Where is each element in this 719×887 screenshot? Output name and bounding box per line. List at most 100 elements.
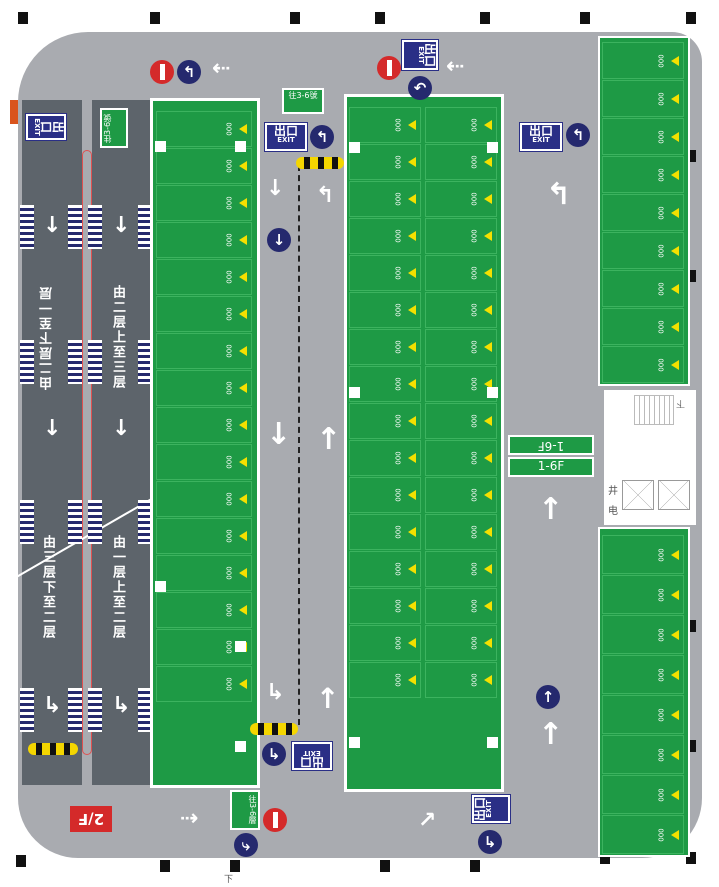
column [470, 860, 480, 872]
stair-sign: 1-6F [508, 457, 594, 477]
parking-space: 000 [602, 695, 684, 734]
turn-left-icon: ↰ [310, 125, 334, 149]
triangle-marker-icon [484, 231, 492, 241]
space-number: 000 [469, 303, 478, 317]
space-number: 000 [656, 129, 665, 144]
shaft-label: 井 [608, 486, 618, 497]
chevron-marking [20, 340, 34, 384]
speed-bump [28, 743, 78, 755]
chevron-marking [68, 500, 82, 544]
triangle-marker-icon [671, 131, 679, 142]
triangle-marker-icon [484, 268, 492, 278]
speed-bump [250, 723, 298, 735]
chevron-marking [20, 205, 34, 249]
triangle-marker-icon [239, 420, 247, 430]
arrow-up-icon: ↑ [316, 682, 340, 715]
triangle-marker-icon [484, 342, 492, 352]
space-number: 000 [656, 587, 665, 602]
parking-space: 000 [156, 370, 252, 406]
space-number: 000 [656, 205, 665, 220]
space-number: 000 [656, 787, 665, 802]
arrow-turn-icon: ↳ [112, 693, 131, 718]
space-number: 000 [224, 233, 233, 247]
column [686, 270, 696, 282]
arrow-down-circle-icon: ↓ [267, 228, 291, 252]
triangle-marker-icon [408, 527, 416, 537]
parking-space: 000 [156, 185, 252, 221]
stair-label: 下 [676, 398, 686, 408]
column [686, 620, 696, 632]
triangle-marker-icon [671, 321, 679, 332]
chevron-marking [138, 500, 152, 544]
space-number: 000 [469, 414, 478, 428]
column [580, 12, 590, 24]
arrow-down-icon: ↓ [112, 213, 131, 238]
parking-space: 000 [425, 329, 497, 365]
arrow-turn-icon: ↳ [266, 680, 285, 705]
triangle-marker-icon [671, 245, 679, 256]
space-number: 000 [656, 357, 665, 372]
chevron-marking [138, 688, 152, 732]
ramp-down-lane [22, 100, 82, 785]
parking-space: 000 [349, 551, 421, 587]
triangle-marker-icon [671, 93, 679, 104]
elec-label: 电 [608, 506, 618, 517]
triangle-marker-icon [408, 675, 416, 685]
space-number: 000 [656, 747, 665, 762]
space-number: 000 [393, 377, 402, 391]
triangle-marker-icon [484, 416, 492, 426]
triangle-marker-icon [408, 379, 416, 389]
parking-space: 000 [156, 407, 252, 443]
no-entry-icon [150, 60, 174, 84]
triangle-marker-icon [239, 235, 247, 245]
ramp-up-lane [92, 100, 150, 785]
parking-space: 000 [349, 144, 421, 180]
space-number: 000 [393, 673, 402, 687]
parking-space: 000 [602, 232, 684, 269]
no-entry-icon [377, 56, 401, 80]
parking-space: 000 [602, 118, 684, 155]
space-number: 000 [469, 266, 478, 280]
space-number: 000 [469, 599, 478, 613]
triangle-marker-icon [484, 564, 492, 574]
space-number: 000 [224, 566, 233, 580]
parking-space: 000 [602, 80, 684, 117]
space-number: 000 [224, 159, 233, 173]
arrow-down-icon: ↓ [112, 416, 131, 441]
ramp-divider [82, 150, 92, 755]
space-number: 000 [224, 492, 233, 506]
pillar [349, 387, 360, 398]
parking-space: 000 [349, 625, 421, 661]
space-number: 000 [469, 118, 478, 132]
parking-space: 000 [602, 735, 684, 774]
parking-space: 000 [156, 481, 252, 517]
column [16, 855, 26, 867]
parking-space: 000 [425, 477, 497, 513]
space-number: 000 [469, 451, 478, 465]
parking-space: 000 [156, 518, 252, 554]
triangle-marker-icon [239, 494, 247, 504]
triangle-marker-icon [408, 231, 416, 241]
space-number: 000 [469, 377, 478, 391]
triangle-marker-icon [239, 124, 247, 134]
triangle-marker-icon [408, 601, 416, 611]
space-number: 000 [224, 122, 233, 136]
space-number: 000 [469, 192, 478, 206]
ramp-text-left-top: 由二层下至一层 [40, 285, 55, 390]
parking-space: 000 [349, 403, 421, 439]
parking-space: 000 [425, 292, 497, 328]
elevator [622, 480, 654, 510]
space-number: 000 [224, 677, 233, 691]
space-number: 000 [393, 118, 402, 132]
parking-space: 000 [156, 296, 252, 332]
space-number: 000 [224, 270, 233, 284]
parking-space: 000 [602, 615, 684, 654]
arrow-turn-icon: ↳ [43, 693, 62, 718]
parking-space: 000 [425, 144, 497, 180]
parking-space: 000 [425, 107, 497, 143]
triangle-marker-icon [408, 564, 416, 574]
parking-space: 000 [425, 440, 497, 476]
